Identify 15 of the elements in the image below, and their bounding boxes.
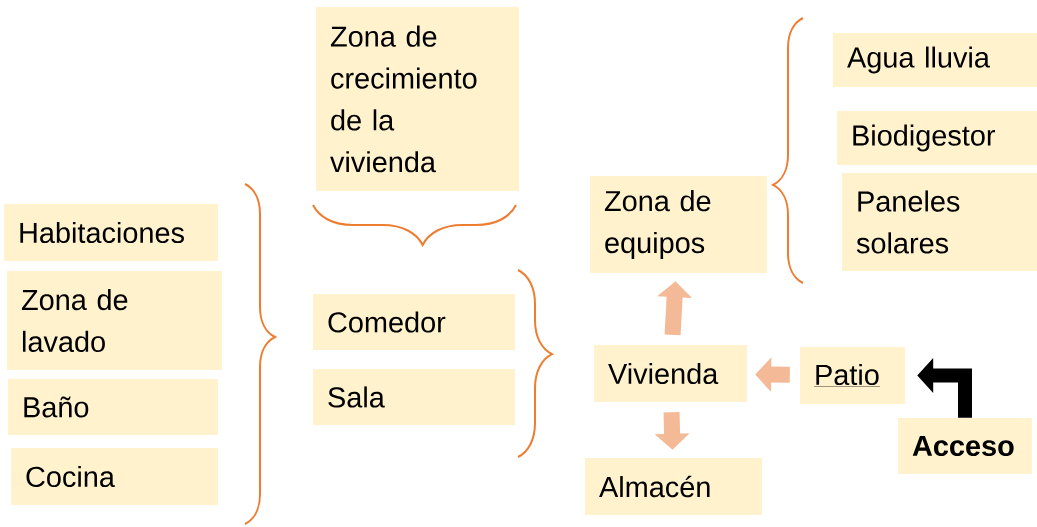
text-box: Cocina — [11, 448, 218, 505]
text-box: Biodigestor — [837, 111, 1037, 165]
label-box: Acceso — [898, 418, 1032, 474]
text-box: Comedor — [313, 294, 515, 350]
text-box: Zona de crecimiento de la vivienda — [316, 7, 519, 191]
text-box: Almacén — [585, 458, 762, 515]
text-box: Vivienda — [594, 345, 747, 402]
text-box: Zona de lavado — [7, 271, 222, 370]
text-box: Sala — [313, 369, 515, 425]
text-box: Baño — [8, 379, 218, 435]
text-box: Patio — [800, 347, 905, 404]
text-box: Zona de equipos — [590, 176, 767, 273]
text-box: Agua lluvia — [833, 33, 1037, 87]
text-box: Habitaciones — [4, 204, 218, 261]
text-box: Paneles solares — [842, 173, 1037, 271]
